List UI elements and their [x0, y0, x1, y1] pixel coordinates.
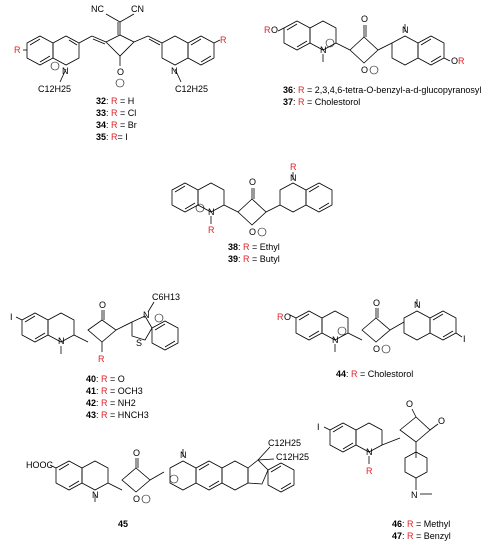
legend-row: 34: R = Br [96, 120, 137, 130]
compound-number: 45 [118, 519, 128, 529]
legend-row: 43: R = HNCH3 [86, 410, 149, 420]
nitrogen-right-label: N [180, 450, 187, 460]
positive-charge-icon [154, 313, 164, 323]
nitrogen-left-label: N [320, 45, 327, 55]
iodo-label: I [10, 312, 13, 322]
negative-charge-icon [257, 227, 267, 237]
negative-charge-icon [141, 494, 151, 504]
legend-row: 33: R = Cl [96, 108, 136, 118]
oxide-label: O [133, 494, 140, 504]
iodo-label: I [463, 334, 466, 344]
keto-label-2: O [438, 416, 445, 426]
chain-b-label: C12H25 [276, 452, 309, 462]
substituent-right-label: R [290, 162, 297, 172]
oxide-label: O [117, 67, 124, 77]
keto-label: O [373, 298, 380, 308]
negative-charge-icon [115, 78, 125, 88]
legend-row: 44: R = Cholestorol [336, 369, 413, 379]
nitrogen-right-label: N [414, 300, 421, 310]
nitrogen-label: N [366, 447, 373, 457]
legend-row: 47: R = Benzyl [392, 531, 451, 541]
oxygen-left-label: O [271, 25, 278, 35]
nitrogen-left-label: N [92, 490, 99, 500]
legend-32-35: 32: R = H 33: R = Cl 34: R = Br 35: R= I [96, 96, 137, 142]
legend-38-39: 38: R = Ethyl 39: R = Butyl [228, 242, 280, 264]
substituent-left-label: R [264, 25, 271, 35]
keto-label: O [99, 300, 106, 310]
oxygen-label: O [284, 312, 291, 322]
structure-45: HOOC N O O N C12H25 C12H25 45 [26, 438, 309, 529]
legend-row: 35: R= I [96, 132, 128, 142]
oxygen-right-label: O [451, 56, 458, 66]
chain-label: C6H13 [152, 292, 180, 302]
legend-40-43: 40: R = O 41: R = OCH3 42: R = NH2 43: R… [86, 374, 149, 420]
positive-charge-icon [50, 61, 60, 71]
substituent-label: R [277, 312, 284, 322]
legend-row: 39: R = Butyl [228, 254, 280, 264]
substituent-right-label: R [220, 35, 227, 45]
iodo-label: I [317, 422, 320, 432]
legend-row: 37: R = Cholestorol [283, 97, 360, 107]
legend-row: 46: R = Methyl [392, 519, 450, 529]
legend-row: 36: R = 2,3,4,6-tetra-O-benzyl-a-d-gluco… [283, 85, 481, 95]
amine-label: N [411, 490, 418, 500]
substituent-left-label: R [208, 225, 215, 235]
substituent-right-label: R [458, 56, 465, 66]
oxide-label: O [249, 227, 256, 237]
structure-40-43: I O N N S C6H13 R 40: R = O 41: R = OCH3… [10, 292, 180, 420]
legend-row: 42: R = NH2 [86, 398, 136, 408]
structure-32-35: NC CN O N N C12H25 C12H25 R R 32: R = H … [14, 4, 227, 142]
structure-38-39: O O N N R R 38: R = Ethyl 39: R = Butyl [171, 162, 333, 264]
chain-a-label: C12H25 [268, 438, 301, 448]
legend-46-47: 46: R = Methyl 47: R = Benzyl [392, 519, 451, 541]
oxide-label: O [373, 344, 380, 354]
nitrile-left-label: NC [91, 4, 104, 14]
legend-row: 32: R = H [96, 96, 134, 106]
legend-row: 40: R = O [86, 374, 125, 384]
oxide-label: O [361, 65, 368, 75]
nitrogen-right-label: N [402, 25, 409, 35]
legend-row: 41: R = OCH3 [86, 386, 143, 396]
negative-charge-icon [381, 344, 391, 354]
positive-charge-icon [337, 326, 347, 336]
nitrile-right-label: CN [131, 4, 144, 14]
keto-label: O [249, 177, 256, 187]
legend-36-37: 36: R = 2,3,4,6-tetra-O-benzyl-a-d-gluco… [283, 85, 481, 107]
substituent-label: R [98, 354, 105, 364]
chain-left-label: C12H25 [38, 84, 71, 94]
legend-44: 44: R = Cholestorol [336, 369, 413, 379]
carboxylic-acid-label: HOOC [26, 460, 54, 470]
nitrogen-right-label: N [290, 173, 297, 183]
substituent-label: R [366, 466, 373, 476]
structure-44: R O N O O N I 44: R = Cholestorol [277, 298, 466, 379]
nitrogen-left-label: N [62, 66, 69, 76]
positive-charge-icon [195, 203, 205, 213]
structure-36-37: O O N N O O R R 36: R = 2,3,4,6-tetra-O-… [264, 14, 481, 107]
negative-charge-icon [369, 65, 379, 75]
legend-row: 38: R = Ethyl [228, 242, 280, 252]
nitrogen-left-label: N [332, 335, 339, 345]
sulfur-label: S [136, 338, 142, 348]
structure-46-47: I N R O O N 46: R = Methyl 47: R = Benzy… [317, 399, 451, 541]
chain-right-label: C12H25 [175, 84, 208, 94]
positive-charge-icon [169, 474, 179, 484]
positive-charge-icon [325, 38, 335, 48]
nitrogen-right-label: N [171, 66, 178, 76]
nitrogen-left-label: N [58, 336, 65, 346]
nitrogen-left-label: N [208, 207, 215, 217]
keto-label-1: O [406, 399, 413, 409]
nitrogen-right-label: N [143, 310, 150, 320]
keto-label: O [361, 14, 368, 24]
substituent-left-label: R [14, 45, 21, 55]
keto-label: O [133, 448, 140, 458]
